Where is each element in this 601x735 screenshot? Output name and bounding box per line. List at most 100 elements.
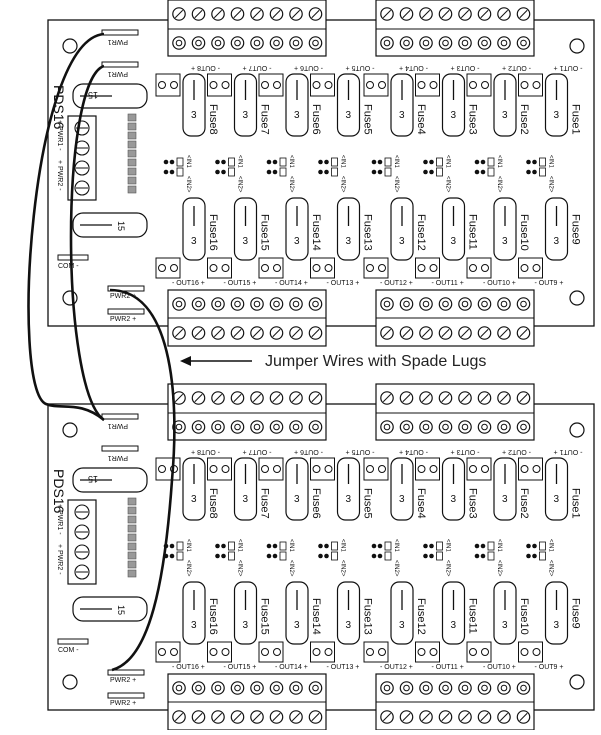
led-dot [221,159,226,165]
lug-pair [415,73,440,97]
led-dot [532,169,537,175]
fuse-value: 3 [502,620,508,631]
fuse-holder [233,73,258,137]
led-dot [526,543,531,549]
jumper-pin [228,551,235,561]
screw-ring [461,684,469,692]
fuse-value: 3 [294,494,300,505]
led-dot [377,159,383,165]
mounting-hole [569,38,585,54]
screw-terminal [289,420,303,434]
screw-terminal [211,297,225,311]
pwr1-polarity: + PWR1 - [56,504,63,535]
output-label-top: - OUT1 + [554,64,583,71]
lug-hole [312,465,321,473]
screw-terminal [269,297,284,311]
screw-ring [175,423,183,431]
led-dot [324,169,329,175]
pwr1-tab [101,29,139,36]
mounting-hole [569,674,585,690]
screw-terminal [399,681,414,695]
fuse-value: 3 [451,236,457,247]
screw-ring [422,684,430,692]
screw-terminal [497,36,511,50]
screw-ring [214,423,222,431]
status-led [127,122,137,131]
lug-hole [273,648,281,656]
screw-slot [460,393,470,403]
fuse-holder [233,197,258,261]
pds16-board-1: - OUT8 +- OUT7 +- OUT6 +- OUT5 +- OUT4 +… [47,0,595,347]
model-label: PDS16 [51,469,67,514]
jumper-pin [487,541,495,551]
in1-label: <IN1 [393,539,399,553]
screw-ring [481,684,488,692]
status-led [127,131,137,140]
screw-ring [273,684,280,692]
lug-hole [366,81,374,89]
fuse-value: 3 [191,494,197,505]
status-led [127,113,137,122]
screw-slot [499,393,509,403]
jumper-wire-pwr1-b [69,64,105,422]
jumper-pin [436,541,443,551]
in1-label: <IN1 [548,155,554,169]
jumper-pin [279,541,287,551]
jumper-pin [436,167,443,177]
lug-hole [429,465,438,473]
screw-ring [403,300,410,308]
output-label-bottom: - OUT12 + [380,664,413,671]
com-tab [57,638,89,645]
led-dot [272,169,278,175]
led-dot [215,169,220,175]
lug-pair [155,257,181,279]
in2-label: <IN2> [548,176,554,193]
fuse-label-top: Fuse1 [570,488,582,519]
status-led [127,533,137,542]
fuse-holder [544,197,569,261]
lug-hole [532,264,541,272]
in1-label: <IN1 [288,539,294,553]
fuse-label-bottom: Fuse15 [259,214,271,251]
jumper-pin [539,541,546,551]
led-dot [474,169,480,175]
screw-ring [422,300,430,308]
lug-hole [417,648,426,656]
fuse-label-top: Fuse8 [207,488,219,519]
lug-hole [221,648,230,656]
output-label-bottom: - OUT13 + [327,280,360,287]
screw-terminal [458,297,472,311]
mounting-hole [62,674,78,690]
screw-terminal [419,36,433,50]
screw-ring [442,684,449,692]
screw-terminal [438,36,453,50]
lug-hole [158,81,166,89]
in2-label: <IN2> [393,176,399,193]
output-label-bottom: - OUT14 + [275,664,308,671]
screw-ring [234,39,241,47]
screw-ring [461,423,469,431]
screw-ring [312,300,319,308]
led-dot [423,543,428,549]
fuse-value: 3 [243,110,249,121]
jumper-pin [539,157,546,167]
fuse-holder [285,581,309,645]
screw-ring [292,39,300,47]
status-led [127,149,137,158]
pwr1-polarity: + PWR1 - [56,120,63,151]
screw-slot [311,393,320,403]
led-dot [169,553,175,559]
pwr1-label: PWR1 [108,38,128,45]
main-fuse-value: 15 [88,474,98,484]
lug-hole [158,648,166,656]
lug-pair [155,73,181,97]
lug-hole [520,465,529,473]
fuse-value: 3 [554,494,560,505]
output-label-top: - OUT5 + [346,448,375,455]
output-label-bottom: - OUT16 + [172,664,205,671]
screw-slot [441,712,450,722]
screw-terminal [211,420,225,434]
lug-hole [209,264,218,272]
screw-slot [499,712,509,722]
jumper-pin [331,551,338,561]
